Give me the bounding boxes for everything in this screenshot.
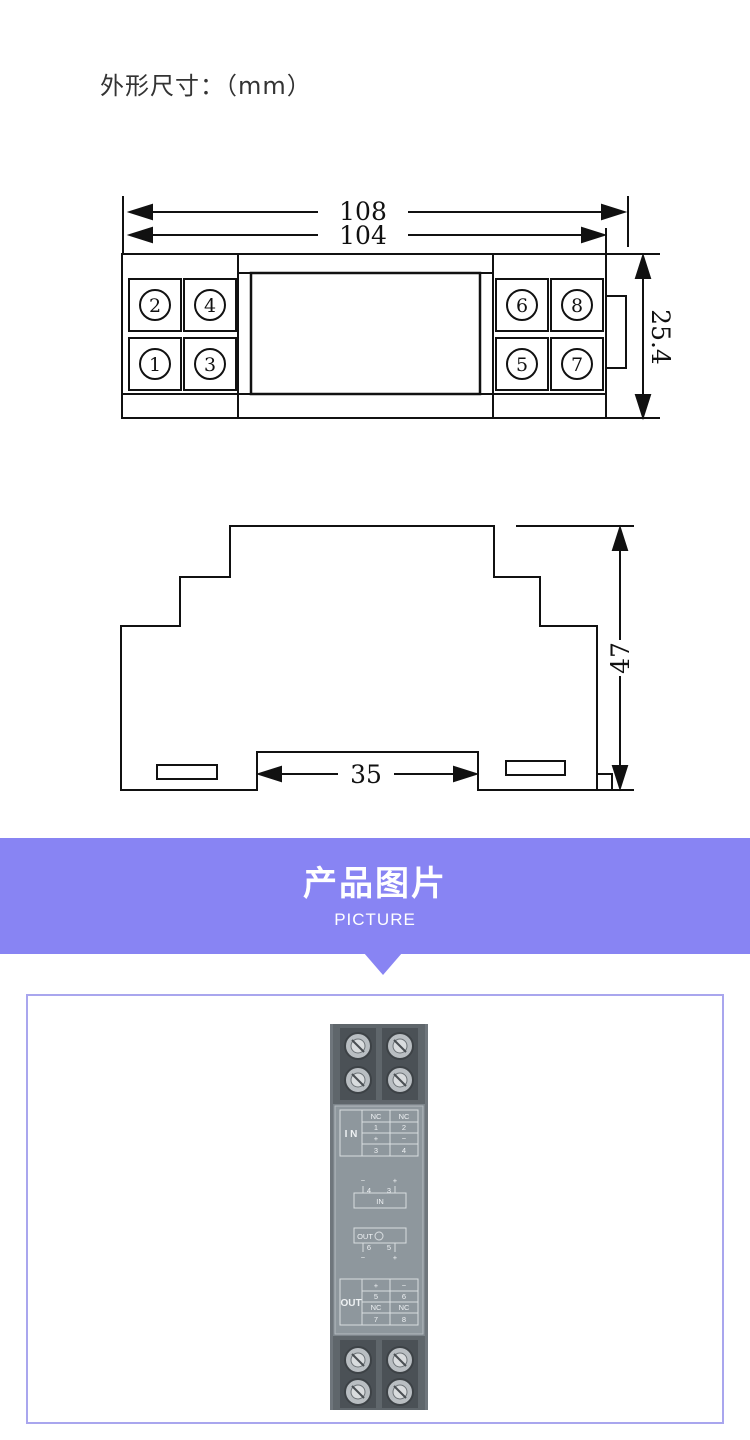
height-label: 25.4 bbox=[646, 309, 675, 365]
in-label: I N bbox=[345, 1129, 358, 1140]
terminal-screw-slot-0 bbox=[351, 1039, 365, 1053]
terminal-7: 7 bbox=[571, 354, 583, 376]
section-banner: 产品图片 PICTURE bbox=[0, 838, 750, 954]
section-subtitle: PICTURE bbox=[334, 910, 416, 929]
circuit-in-mark: IN bbox=[376, 1197, 384, 1206]
in-cell-2-0: + bbox=[374, 1134, 379, 1143]
side-view-drawing: 35 47 bbox=[120, 524, 635, 792]
in-cell-3-1: 4 bbox=[402, 1146, 406, 1155]
terminal-screw-slot-5 bbox=[393, 1353, 407, 1367]
circuit-out-mark: OUT bbox=[357, 1232, 373, 1241]
section-title: 产品图片 bbox=[303, 864, 447, 904]
terminal-5: 5 bbox=[516, 354, 528, 376]
terminal-4: 4 bbox=[204, 295, 216, 317]
in-cell-3-0: 3 bbox=[374, 1146, 378, 1155]
out-cell-0-1: − bbox=[402, 1281, 407, 1290]
product-photo-frame: I N OUT NC NC 1 2 + − 3 4 + − 5 6 NC NC … bbox=[26, 994, 724, 1424]
terminal-screw-slot-7 bbox=[393, 1385, 407, 1399]
out-cell-2-0: NC bbox=[371, 1303, 382, 1312]
product-image: I N OUT NC NC 1 2 + − 3 4 + − 5 6 NC NC … bbox=[330, 1024, 428, 1410]
out-cell-3-0: 7 bbox=[374, 1315, 378, 1324]
in-pin-plus: + bbox=[393, 1176, 398, 1185]
in-cell-0-1: NC bbox=[399, 1112, 410, 1121]
out-cell-1-1: 6 bbox=[402, 1292, 406, 1301]
terminal-6: 6 bbox=[516, 295, 528, 317]
terminal-8: 8 bbox=[571, 295, 583, 317]
in-pin-3: 3 bbox=[387, 1186, 391, 1195]
out-pin-6: 6 bbox=[367, 1243, 371, 1252]
in-cell-2-1: − bbox=[402, 1134, 407, 1143]
terminal-2: 2 bbox=[149, 295, 161, 317]
terminal-screw-slot-6 bbox=[351, 1385, 365, 1399]
in-cell-1-1: 2 bbox=[402, 1123, 406, 1132]
terminal-1: 1 bbox=[149, 354, 161, 376]
out-cell-1-0: 5 bbox=[374, 1292, 378, 1301]
rail-width-label: 35 bbox=[350, 760, 382, 789]
terminal-3: 3 bbox=[204, 354, 216, 376]
in-cell-1-0: 1 bbox=[374, 1123, 378, 1132]
out-cell-3-1: 8 bbox=[402, 1315, 406, 1324]
terminal-screw-slot-2 bbox=[351, 1073, 365, 1087]
in-pin-minus: − bbox=[361, 1176, 366, 1185]
terminal-screw-slot-4 bbox=[351, 1353, 365, 1367]
in-cell-0-0: NC bbox=[371, 1112, 382, 1121]
in-pin-4: 4 bbox=[367, 1186, 371, 1195]
overall-width-label: 108 bbox=[339, 197, 387, 226]
out-label: OUT bbox=[340, 1298, 361, 1309]
terminal-screw-slot-1 bbox=[393, 1039, 407, 1053]
out-pin-5: 5 bbox=[387, 1243, 391, 1252]
front-view-drawing: 108 104 25.4 2 4 1 3 6 8 5 7 bbox=[121, 196, 675, 421]
out-pin-plus: + bbox=[393, 1253, 398, 1262]
terminal-screws bbox=[344, 1032, 414, 1406]
side-height-label: 47 bbox=[606, 642, 635, 674]
out-pin-minus: − bbox=[361, 1253, 366, 1262]
terminal-screw-slot-3 bbox=[393, 1073, 407, 1087]
out-cell-0-0: + bbox=[374, 1281, 379, 1290]
dimensions-title: 外形尺寸：（mm） bbox=[100, 72, 312, 100]
body-width-label: 104 bbox=[339, 221, 387, 250]
out-cell-2-1: NC bbox=[399, 1303, 410, 1312]
banner-pointer bbox=[364, 953, 402, 975]
